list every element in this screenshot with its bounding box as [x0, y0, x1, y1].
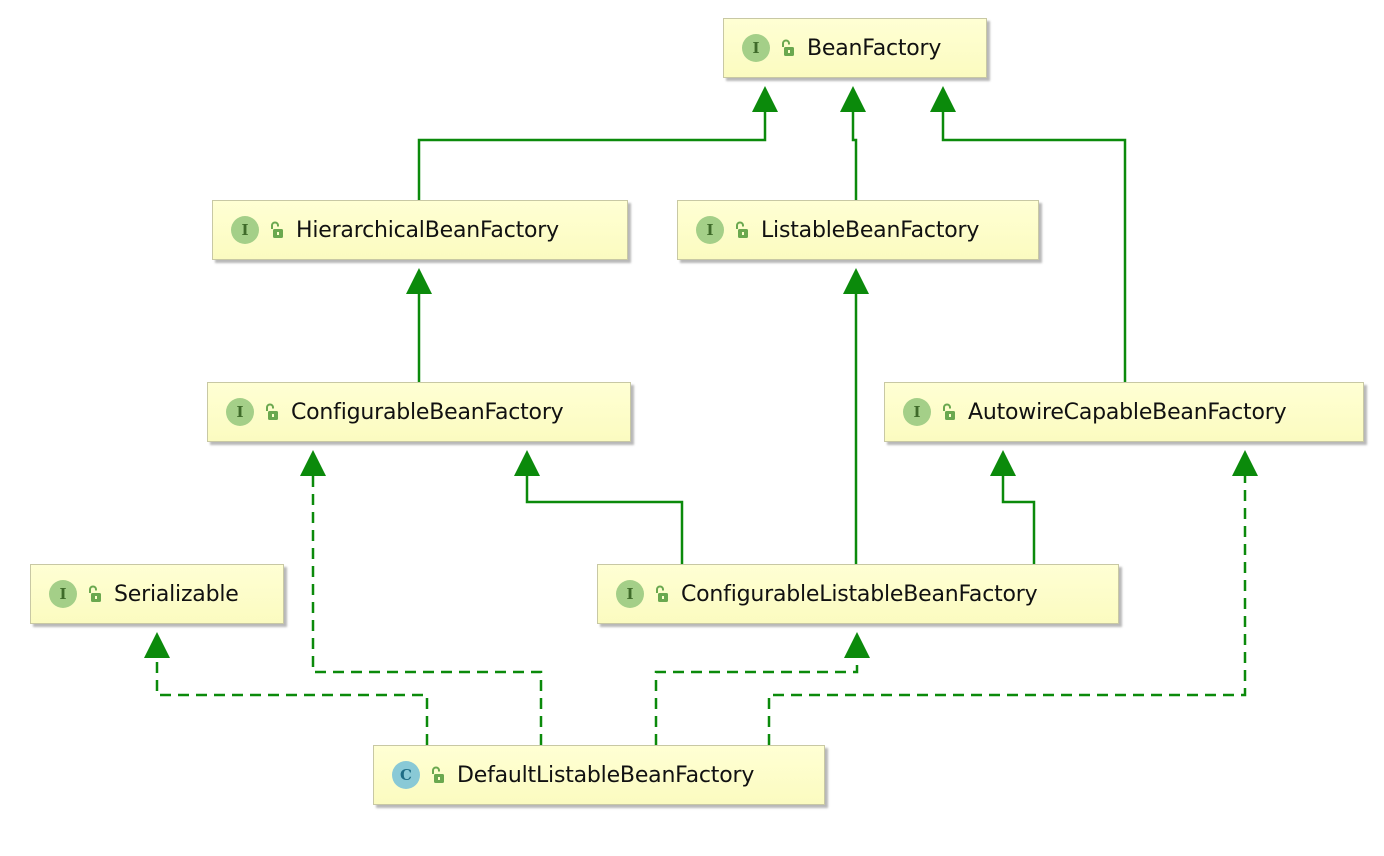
node-label: AutowireCapableBeanFactory: [968, 399, 1287, 425]
interface-icon: I: [903, 398, 931, 426]
node-bean-factory[interactable]: I BeanFactory: [723, 18, 987, 78]
node-label: ListableBeanFactory: [761, 217, 980, 243]
edge-configurable-listable-bean-factory-to-configurable-bean-factory: [514, 450, 684, 564]
edge-autowire-capable-bean-factory-to-bean-factory: [930, 86, 1127, 382]
edge-line: [941, 112, 1127, 382]
unlock-icon: [943, 403, 955, 420]
arrowhead: [930, 86, 956, 112]
arrowhead: [514, 450, 540, 476]
node-label: DefaultListableBeanFactory: [457, 762, 755, 788]
node-label: ConfigurableListableBeanFactory: [681, 581, 1038, 607]
interface-icon: I: [696, 216, 724, 244]
edge-listable-bean-factory-to-bean-factory: [840, 86, 866, 200]
arrowhead: [1232, 450, 1258, 476]
edge-default-listable-bean-factory-to-configurable-listable-bean-factory: [654, 632, 870, 745]
edge-default-listable-bean-factory-to-configurable-bean-factory: [300, 450, 543, 745]
node-label: HierarchicalBeanFactory: [296, 217, 559, 243]
unlock-icon: [736, 221, 748, 238]
edge-line: [525, 476, 684, 564]
interface-icon: I: [231, 216, 259, 244]
edge-hierarchical-bean-factory-to-bean-factory: [417, 86, 778, 200]
arrowhead: [990, 450, 1016, 476]
interface-icon: I: [742, 34, 770, 62]
edge-line: [155, 658, 429, 745]
arrowhead: [300, 450, 326, 476]
node-hierarchical-bean-factory[interactable]: I HierarchicalBeanFactory: [212, 200, 628, 260]
interface-icon: I: [49, 580, 77, 608]
edge-line: [1001, 476, 1036, 564]
node-serializable[interactable]: I Serializable: [30, 564, 284, 624]
node-label: BeanFactory: [807, 35, 942, 61]
unlock-icon: [782, 39, 794, 56]
edge-line: [767, 476, 1247, 745]
edge-line: [654, 658, 859, 745]
unlock-icon: [271, 221, 283, 238]
unlock-icon: [266, 403, 278, 420]
node-autowire-capable-bean-factory[interactable]: I AutowireCapableBeanFactory: [884, 382, 1364, 442]
edge-line: [311, 476, 543, 745]
interface-icon: I: [616, 580, 644, 608]
arrowhead: [406, 268, 432, 294]
unlock-icon: [89, 585, 101, 602]
arrowhead: [752, 86, 778, 112]
edge-configurable-bean-factory-to-hierarchical-bean-factory: [406, 268, 432, 382]
class-icon: C: [392, 761, 420, 789]
node-listable-bean-factory[interactable]: I ListableBeanFactory: [677, 200, 1039, 260]
arrowhead: [844, 632, 870, 658]
edge-configurable-listable-bean-factory-to-autowire-capable-bean-factory: [990, 450, 1036, 564]
node-label: ConfigurableBeanFactory: [291, 399, 564, 425]
edge-default-listable-bean-factory-to-autowire-capable-bean-factory: [767, 450, 1258, 745]
node-default-listable-bean-factory[interactable]: C DefaultListableBeanFactory: [373, 745, 825, 805]
edge-configurable-listable-bean-factory-to-listable-bean-factory: [843, 268, 869, 564]
edge-default-listable-bean-factory-to-serializable: [144, 632, 429, 745]
node-label: Serializable: [114, 581, 239, 607]
interface-icon: I: [226, 398, 254, 426]
edge-line: [417, 112, 767, 200]
unlock-icon: [432, 766, 444, 783]
node-configurable-listable-bean-factory[interactable]: I ConfigurableListableBeanFactory: [597, 564, 1119, 624]
node-configurable-bean-factory[interactable]: I ConfigurableBeanFactory: [207, 382, 631, 442]
unlock-icon: [656, 585, 668, 602]
edge-line: [851, 112, 858, 200]
arrowhead: [843, 268, 869, 294]
arrowhead: [144, 632, 170, 658]
arrowhead: [840, 86, 866, 112]
